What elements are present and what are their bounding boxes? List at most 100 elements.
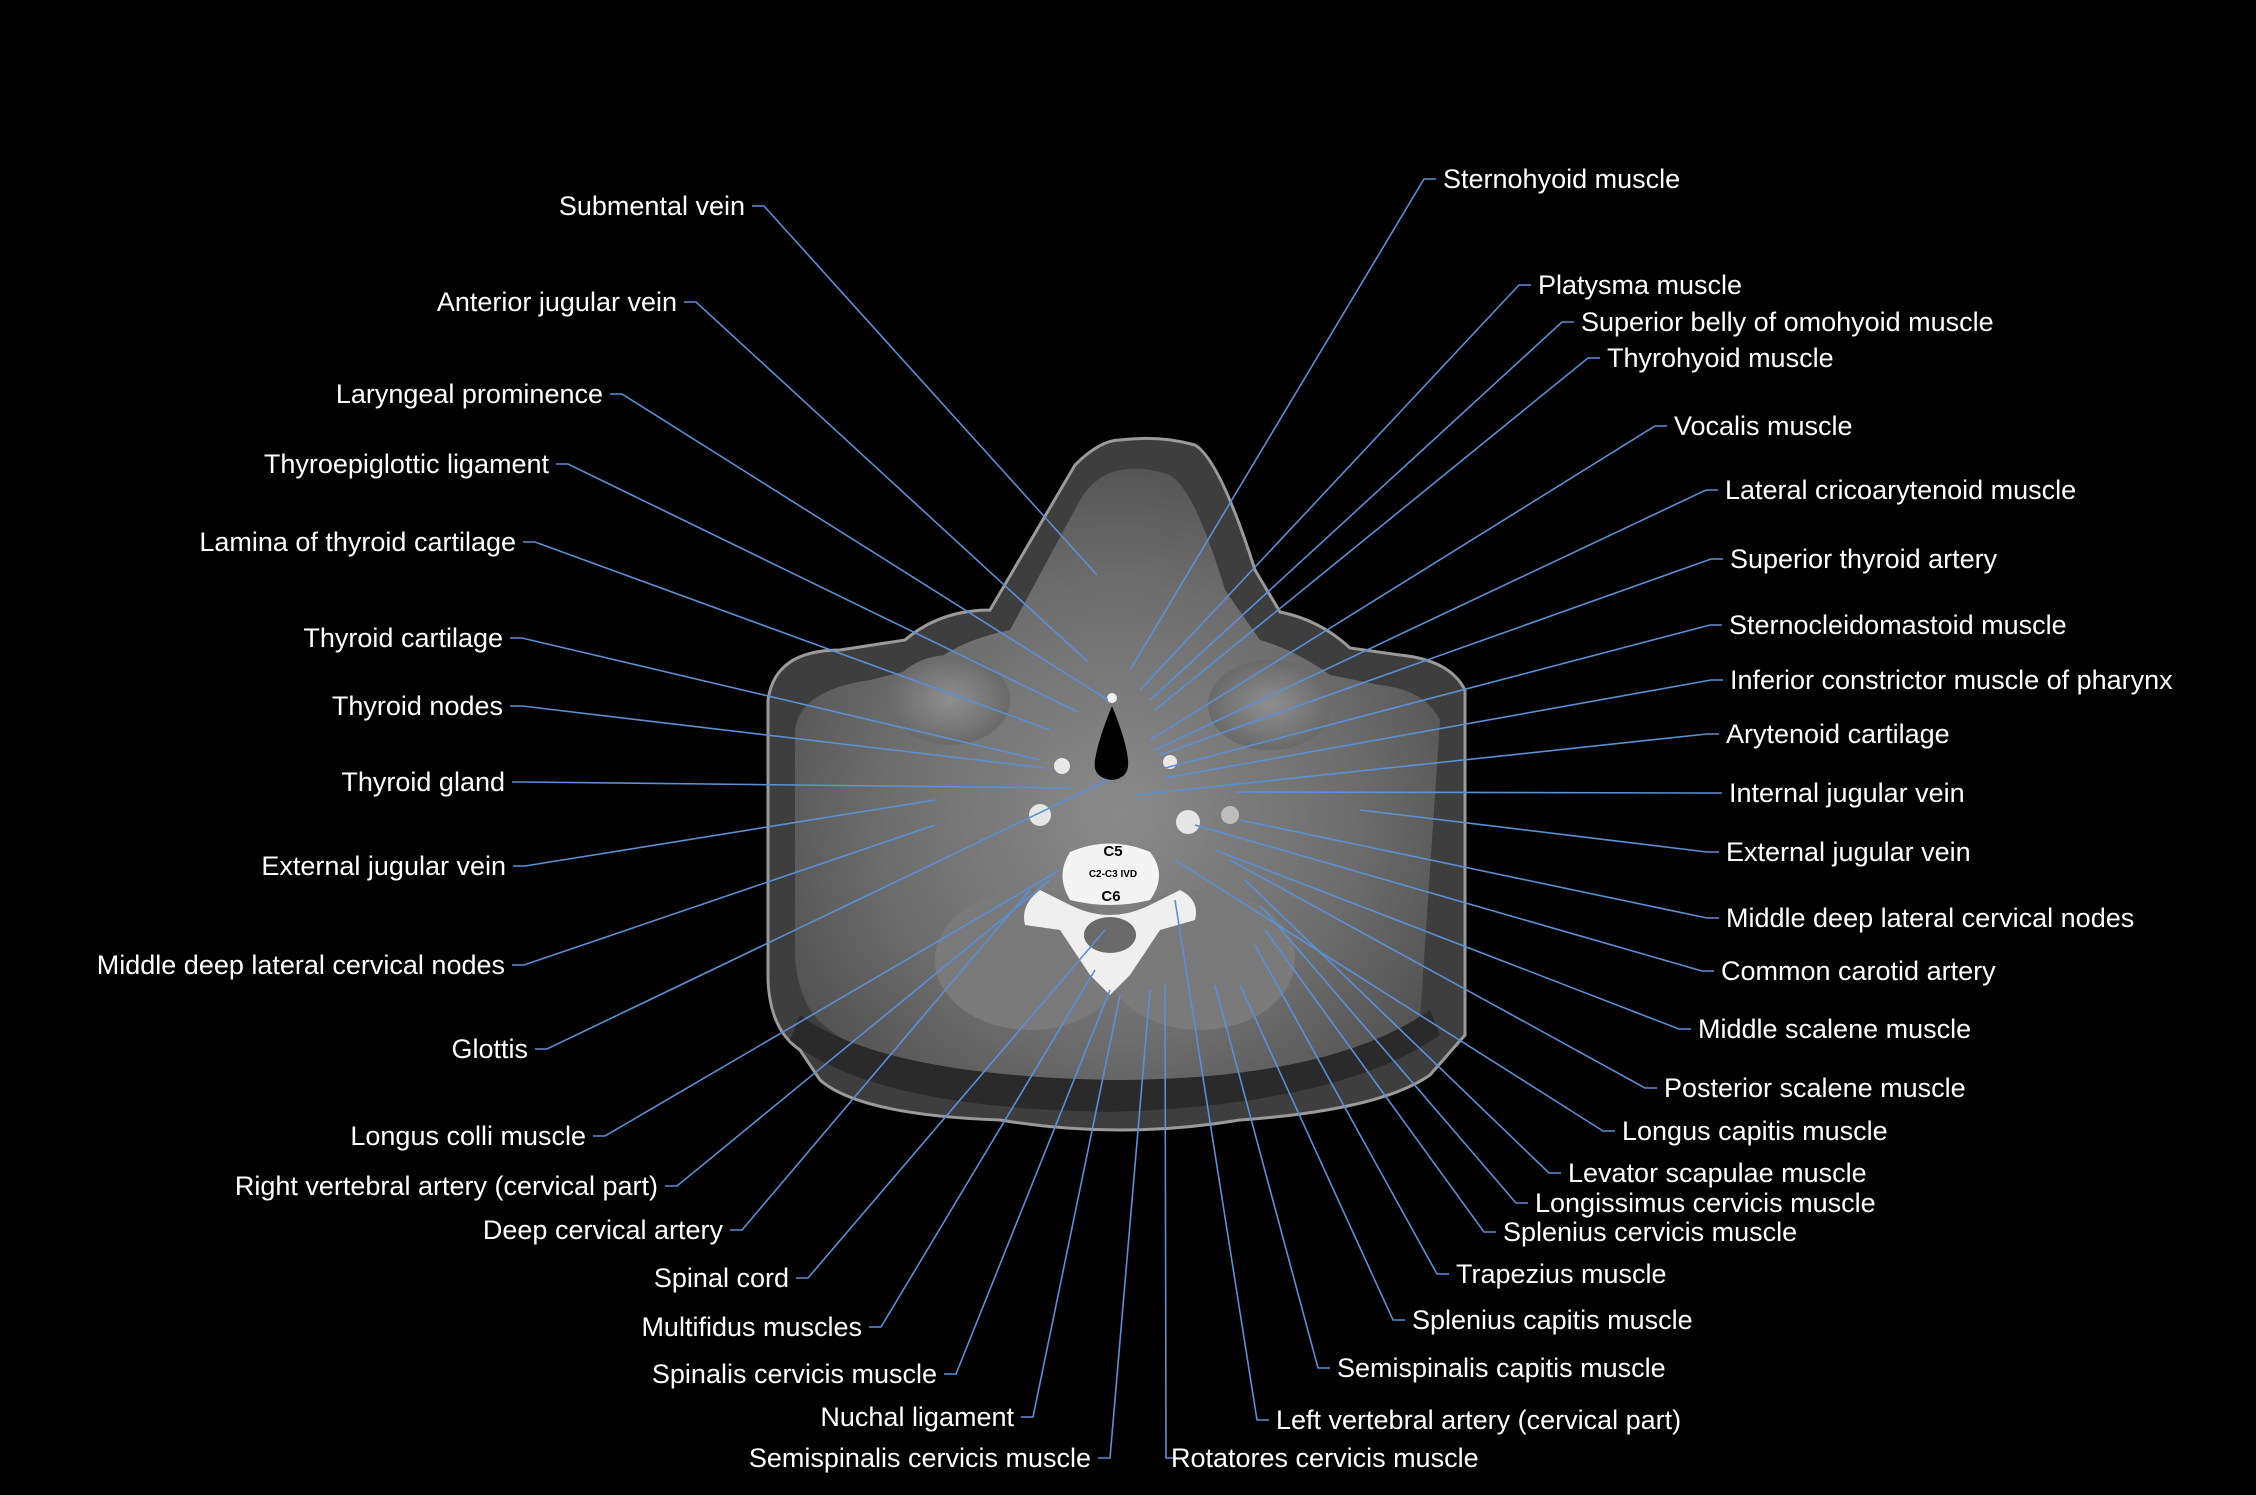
leader-line [944, 989, 1111, 1375]
leader-line [1244, 879, 1561, 1174]
labels-left: Submental vein Anterior jugular vein Lar… [97, 191, 1091, 1473]
label-right: Splenius capitis muscle [1412, 1305, 1693, 1335]
label-right: Thyrohyoid muscle [1607, 343, 1834, 373]
leader-line [796, 929, 1106, 1279]
label-left: Spinal cord [654, 1263, 789, 1293]
leader-line [730, 889, 1031, 1231]
leader-line [1239, 984, 1405, 1321]
leader-line [1021, 994, 1121, 1418]
leader-line [1234, 791, 1722, 794]
leader-line [510, 705, 1046, 769]
laryngeal-prominence-shape [1107, 693, 1117, 703]
leader-line [1229, 859, 1657, 1089]
label-left: Lamina of thyroid cartilage [199, 527, 516, 557]
label-left: Semispinalis cervicis muscle [749, 1443, 1091, 1473]
labels-right: Sternohyoid muscle Platysma muscle Super… [1171, 164, 2173, 1473]
leader-line [610, 393, 1109, 701]
leader-line [1149, 321, 1574, 701]
label-right: Middle deep lateral cervical nodes [1726, 903, 2134, 933]
label-left: Spinalis cervicis muscle [652, 1359, 937, 1389]
label-right: Longus capitis muscle [1622, 1116, 1888, 1146]
leader-line [1194, 824, 1714, 972]
leader-line [665, 879, 1051, 1187]
leader-line [512, 781, 1071, 789]
label-right: Vocalis muscle [1674, 411, 1853, 441]
vertebra-label-disc: C2-C3 IVD [1089, 869, 1137, 880]
leader-line [513, 799, 936, 867]
leader-line [1139, 284, 1531, 691]
label-right: Sternocleidomastoid muscle [1729, 610, 2067, 640]
label-left: Right vertebral artery (cervical part) [235, 1171, 658, 1201]
vertebra-label-c5: C5 [1103, 843, 1122, 860]
leader-line [1164, 679, 1723, 779]
label-right: Semispinalis capitis muscle [1337, 1353, 1666, 1383]
leader-line [1159, 558, 1723, 756]
leader-line [1174, 899, 1269, 1421]
label-left: Thyroid cartilage [303, 623, 503, 653]
label-right: Superior belly of omohyoid muscle [1581, 307, 1994, 337]
leader-line [1149, 425, 1667, 741]
label-left: Thyroid nodes [332, 691, 503, 721]
label-right: Arytenoid cartilage [1726, 719, 1950, 749]
label-left: Deep cervical artery [483, 1215, 724, 1245]
label-left: Middle deep lateral cervical nodes [97, 950, 505, 980]
label-right: Superior thyroid artery [1730, 544, 1998, 574]
leader-line [1264, 929, 1496, 1233]
label-left: Thyroepiglottic ligament [264, 449, 550, 479]
leader-line [684, 301, 1089, 663]
leader-line [1129, 178, 1436, 671]
label-right: Left vertebral artery (cervical part) [1276, 1405, 1681, 1435]
leader-line [1214, 849, 1691, 1030]
leader-line [1098, 989, 1151, 1459]
leader-lines [510, 178, 1723, 1459]
leader-line [556, 463, 1079, 713]
label-right: Splenius cervicis muscle [1503, 1217, 1797, 1247]
label-right: Inferior constrictor muscle of pharynx [1730, 665, 2173, 695]
scm-right-shape [890, 655, 1010, 745]
cartilage-spot-r [1054, 758, 1070, 774]
label-right: Posterior scalene muscle [1664, 1073, 1966, 1103]
leader-line [523, 541, 1051, 731]
carotid-right-shape [1029, 804, 1051, 826]
posterior-fat-band [790, 1010, 1440, 1112]
jugular-left-shape [1221, 806, 1239, 824]
leader-line [535, 779, 1109, 1050]
label-left: Anterior jugular vein [437, 287, 677, 317]
label-left: Longus colli muscle [350, 1121, 586, 1151]
label-right: Sternohyoid muscle [1443, 164, 1680, 194]
label-left: Multifidus muscles [641, 1312, 862, 1342]
leader-line [1214, 984, 1330, 1369]
label-right: Platysma muscle [1538, 270, 1742, 300]
carotid-left-shape [1176, 810, 1200, 834]
vertebral-body-shape [1062, 843, 1159, 905]
leader-line [1359, 809, 1719, 853]
leader-line [752, 205, 1098, 576]
leader-line [1259, 904, 1528, 1204]
vertebra-label-c6: C6 [1101, 888, 1120, 905]
label-right: Common carotid artery [1721, 956, 1996, 986]
leader-line [1164, 984, 1178, 1459]
label-right: Lateral cricoarytenoid muscle [1725, 475, 2076, 505]
leader-line [1164, 624, 1722, 769]
label-left: Laryngeal prominence [336, 379, 603, 409]
label-left: Submental vein [559, 191, 745, 221]
scm-left-shape [1208, 660, 1332, 750]
leader-line [1134, 733, 1719, 796]
label-right: External jugular vein [1726, 837, 1971, 867]
leader-line [593, 869, 1061, 1137]
leader-line [1254, 944, 1449, 1275]
label-left: External jugular vein [261, 851, 506, 881]
leader-line [1154, 489, 1718, 751]
leader-line [1239, 819, 1719, 919]
label-right: Middle scalene muscle [1698, 1014, 1971, 1044]
spinal-canal-shape [1084, 917, 1136, 953]
leader-line [869, 969, 1096, 1328]
label-left: Nuchal ligament [820, 1402, 1014, 1432]
label-right: Longissimus cervicis muscle [1535, 1188, 1876, 1218]
leader-line [1154, 357, 1600, 711]
label-left: Glottis [451, 1034, 528, 1064]
airway-shape [1094, 706, 1129, 780]
leader-line [512, 824, 936, 966]
leader-line [510, 637, 1041, 761]
